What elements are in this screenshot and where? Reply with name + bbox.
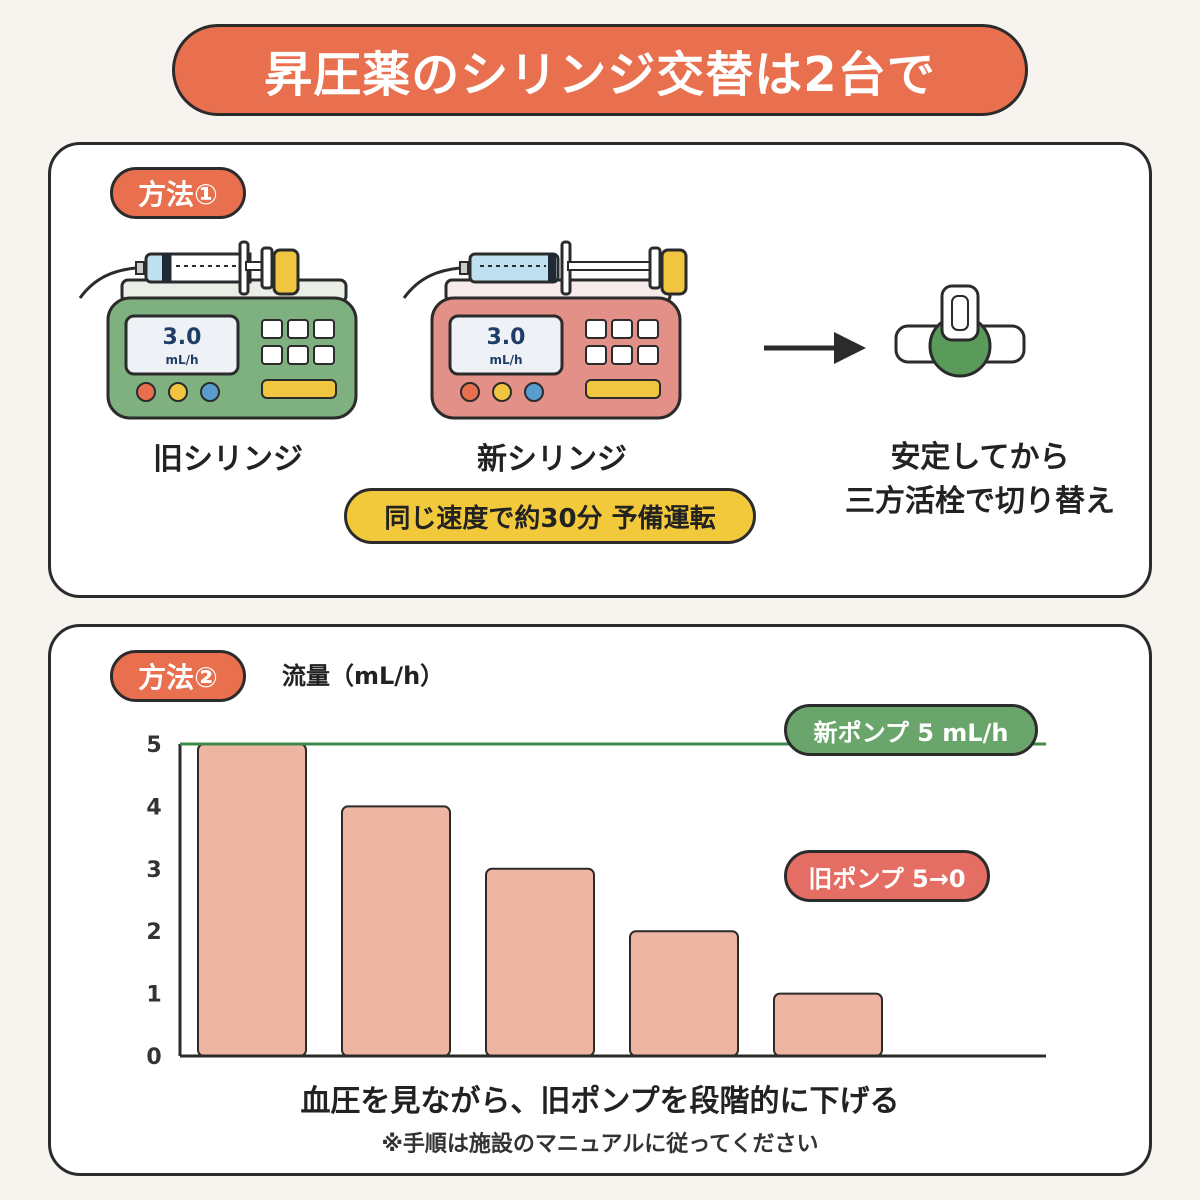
y-tick-label: 1 (146, 983, 161, 1008)
switch-instruction: 安定してから 三方活栓で切り替え (830, 436, 1130, 524)
new-pump-display-unit: mL/h (489, 353, 522, 367)
legend-new-pump: 新ポンプ 5 mL/h (784, 704, 1038, 756)
new-syringe-pump-icon: 3.0 mL/h (402, 240, 688, 420)
legend-old-pump: 旧ポンプ 5→0 (784, 850, 990, 902)
y-tick-label: 3 (146, 858, 161, 883)
bar-2 (341, 805, 451, 1058)
old-syringe-caption: 旧シリンジ (153, 442, 303, 477)
switch-instruction-line2: 三方活栓で切り替え (845, 484, 1115, 519)
y-tick-label: 5 (146, 733, 161, 758)
y-tick-label: 0 (146, 1045, 161, 1070)
new-pump-display-value: 3.0 (487, 325, 526, 350)
three-way-stopcock-icon (894, 284, 1026, 378)
bar-3 (485, 867, 595, 1057)
new-syringe-caption: 新シリンジ (477, 442, 627, 477)
y-tick-label: 4 (146, 795, 161, 820)
y-axis-title: 流量（mL/h） (282, 662, 445, 690)
bar-5 (773, 992, 883, 1058)
y-tick-label: 2 (146, 920, 161, 945)
page-title: 昇圧薬のシリンジ交替は2台で (172, 24, 1028, 116)
method1-label: 方法① (110, 167, 246, 219)
method2-label: 方法② (110, 650, 246, 702)
prerun-note-badge: 同じ速度で約30分 予備運転 (344, 488, 756, 544)
old-pump-display-value: 3.0 (163, 325, 202, 350)
manual-disclaimer: ※手順は施設のマニュアルに従ってください (381, 1132, 819, 1157)
method2-instruction: 血圧を見ながら、旧ポンプを段階的に下げる (300, 1084, 900, 1119)
old-pump-display-unit: mL/h (165, 353, 198, 367)
bar-4 (629, 930, 739, 1057)
bar-1 (197, 743, 307, 1057)
right-arrow-icon (764, 332, 866, 364)
switch-instruction-line1: 安定してから (890, 440, 1070, 475)
old-syringe-pump-icon: 3.0 mL/h (78, 240, 358, 420)
